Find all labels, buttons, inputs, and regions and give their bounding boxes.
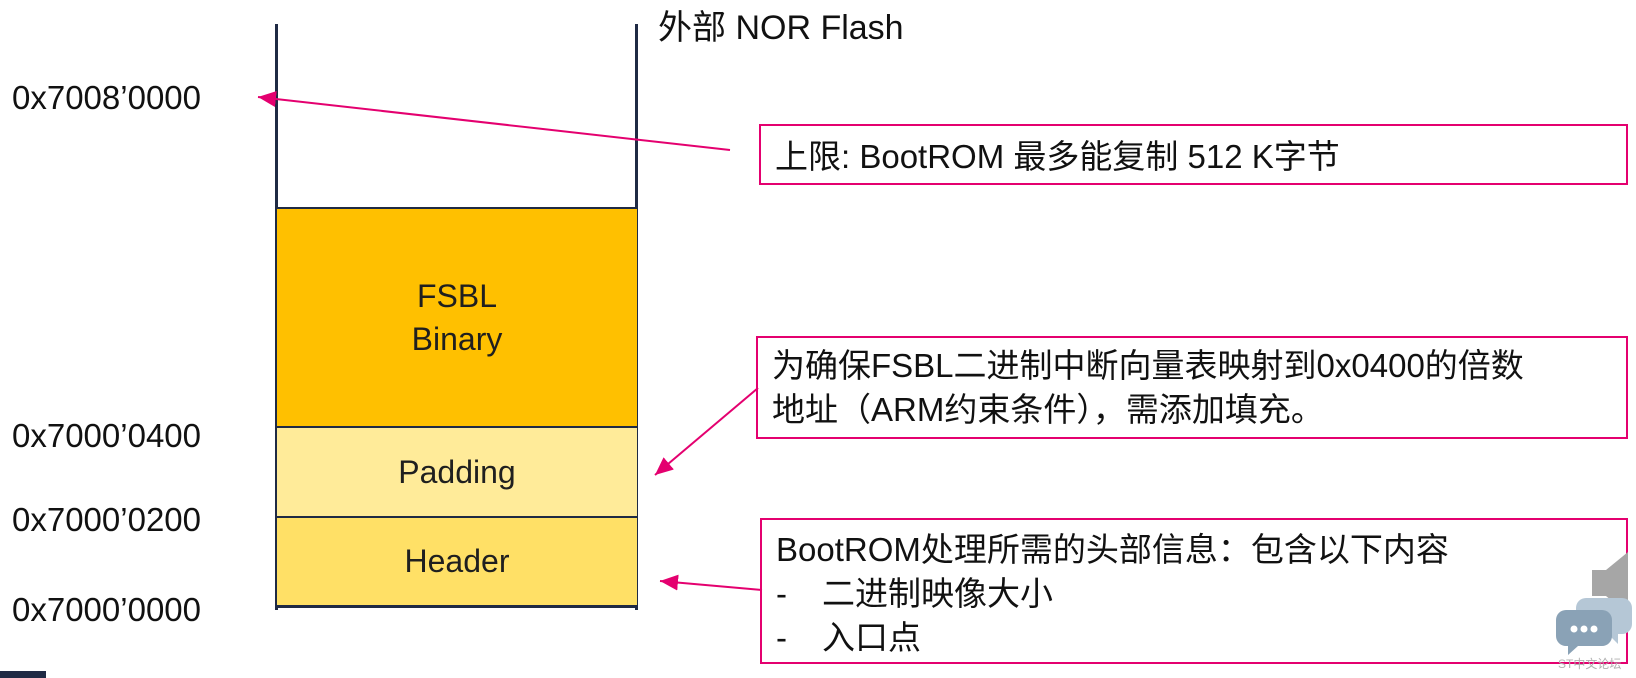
upper-limit-callout: 上限: BootROM 最多能复制 512 K字节 xyxy=(759,124,1628,185)
header-label: Header xyxy=(404,542,510,579)
fsbl-label: FSBL xyxy=(416,277,497,314)
address-label-fsbl-start: 0x7000’0400 xyxy=(12,417,202,454)
slide-corner-mark xyxy=(0,671,46,678)
arrow-header xyxy=(659,574,763,591)
padding-callout: 为确保FSBL二进制中断向量表映射到0x0400的倍数 地址（ARM约束条件），… xyxy=(756,336,1628,439)
header-bullet-item: - 二进制映像大小 xyxy=(776,572,1612,616)
address-label-base: 0x7000’0000 xyxy=(12,591,202,628)
header-callout-line1: BootROM处理所需的头部信息：包含以下内容 xyxy=(776,531,1449,568)
bullet-text: 二进制映像大小 xyxy=(822,574,1053,612)
padding-label: Padding xyxy=(398,453,516,490)
chat-bubbles-icon[interactable] xyxy=(1556,592,1636,656)
padding-callout-line2: 地址（ARM约束条件），需添加填充。 xyxy=(772,390,1324,428)
header-block: Header xyxy=(277,516,637,608)
binary-label: Binary xyxy=(411,321,503,357)
upper-limit-text: 上限: BootROM 最多能复制 512 K字节 xyxy=(775,138,1340,175)
padding-block: Padding xyxy=(277,426,637,517)
header-callout: BootROM处理所需的头部信息：包含以下内容 - 二进制映像大小 - 入口点 xyxy=(760,518,1628,664)
address-label-top-limit: 0x7008’0000 xyxy=(12,79,202,116)
forum-watermark: ST中文论坛 xyxy=(1558,657,1622,671)
bullet-text: 入口点 xyxy=(822,618,921,656)
flash-title: 外部 NOR Flash xyxy=(658,9,904,47)
header-bullet-item: - 入口点 xyxy=(776,616,1612,660)
padding-callout-line1: 为确保FSBL二进制中断向量表映射到0x0400的倍数 xyxy=(772,347,1524,384)
arrow-upper-limit xyxy=(257,91,731,151)
fsbl-binary-block: FSBL Binary xyxy=(277,207,637,427)
arrow-padding xyxy=(654,387,759,476)
memory-left-edge xyxy=(275,24,278,610)
bullet-dash: - xyxy=(776,618,787,656)
address-label-padding-start: 0x7000’0200 xyxy=(12,501,202,538)
bullet-dash: - xyxy=(776,574,787,612)
